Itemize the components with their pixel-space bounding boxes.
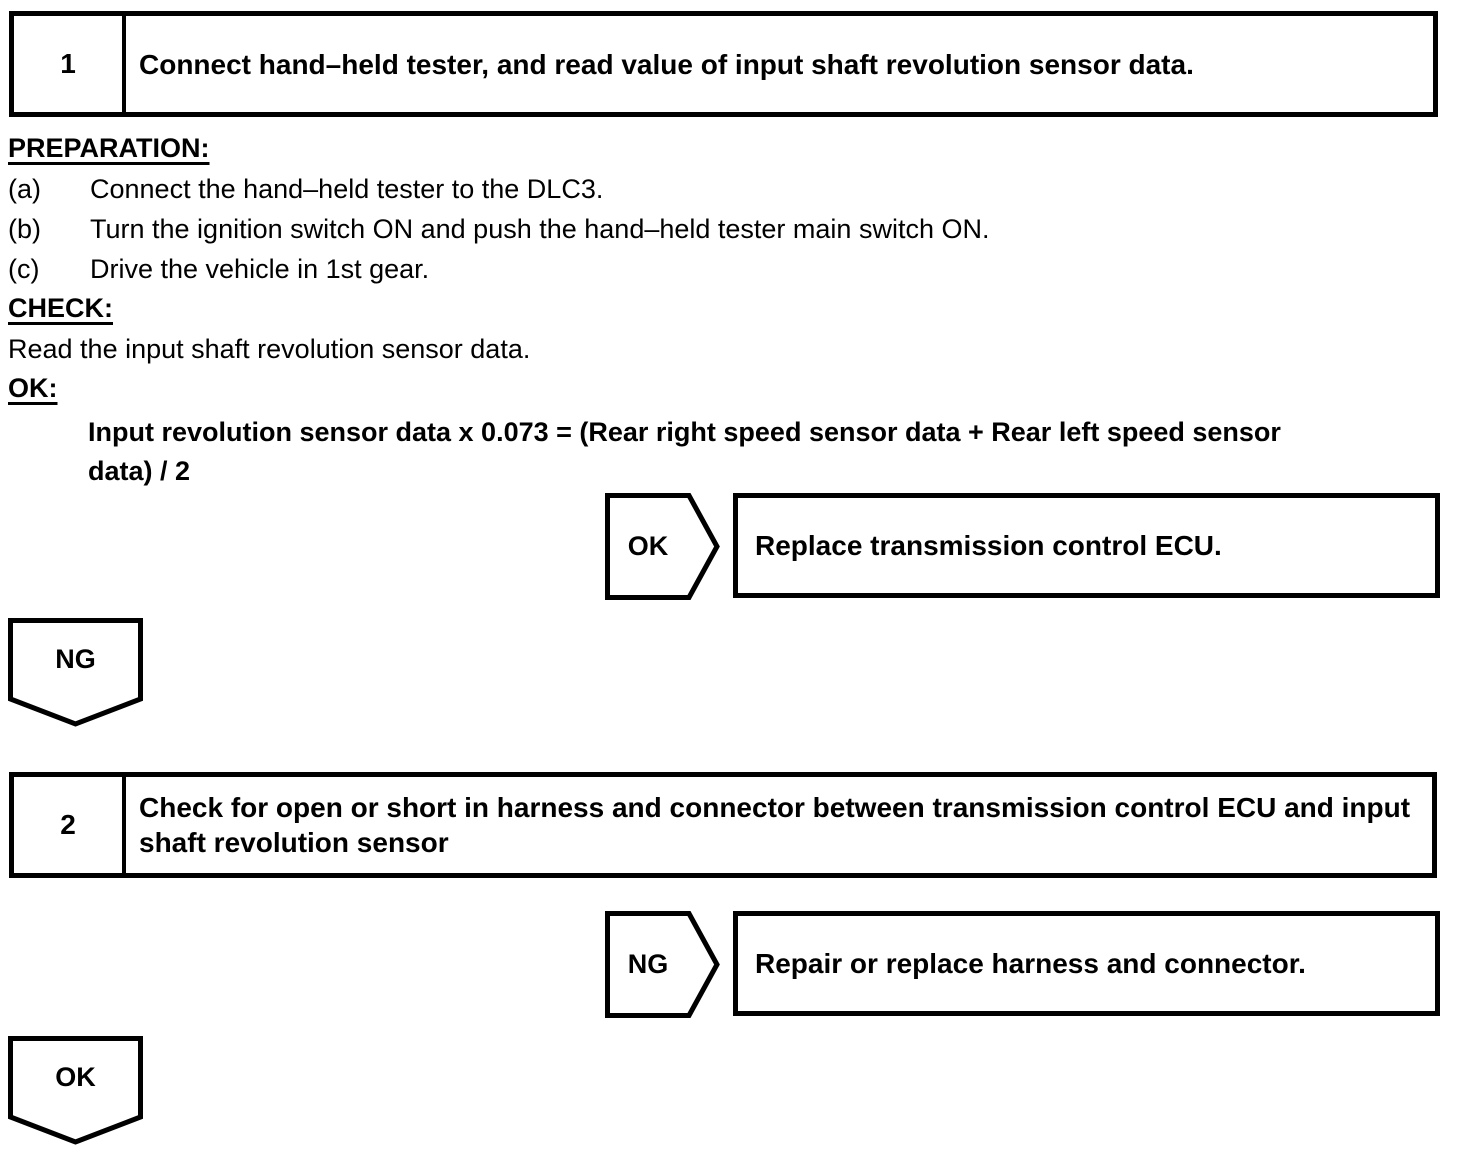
- ok-flow-label: OK: [55, 1061, 96, 1092]
- ok-criteria: Input revolution sensor data x 0.073 = (…: [88, 413, 1281, 491]
- ok-criteria-line-1: Input revolution sensor data x 0.073 = (…: [88, 417, 1281, 447]
- ok-connector-label: OK: [627, 531, 669, 561]
- preparation-heading: PREPARATION:: [8, 133, 210, 163]
- down-arrow-pentagon-shape: [8, 618, 143, 727]
- step-2-title: Check for open or short in harness and c…: [139, 792, 1411, 858]
- preparation-item-a: (a) Connect the hand–held tester to the …: [8, 174, 1458, 205]
- preparation-item-b: (b) Turn the ignition switch ON and push…: [8, 214, 1458, 245]
- step-2-box: 2 Check for open or short in harness and…: [9, 772, 1437, 878]
- item-text: Turn the ignition switch ON and push the…: [90, 214, 990, 244]
- ok-branch-connector: OK: [605, 493, 720, 600]
- step-1-title: Connect hand–held tester, and read value…: [139, 48, 1194, 80]
- item-marker: (b): [8, 214, 41, 244]
- step-2-number: 2: [14, 777, 126, 873]
- step-1-number: 1: [14, 16, 126, 112]
- right-arrow-pentagon-shape: [605, 911, 720, 1018]
- ok-branch-action-box: Replace transmission control ECU.: [733, 493, 1440, 598]
- check-text: Read the input shaft revolution sensor d…: [8, 334, 531, 364]
- preparation-item-c: (c) Drive the vehicle in 1st gear.: [8, 254, 1458, 285]
- item-text: Drive the vehicle in 1st gear.: [90, 254, 430, 284]
- check-heading: CHECK:: [8, 293, 113, 323]
- ok-flow-down-marker: OK: [8, 1036, 143, 1146]
- ok-branch-action-text: Replace transmission control ECU.: [755, 529, 1222, 561]
- item-marker: (a): [8, 174, 41, 204]
- right-arrow-pentagon-shape: [605, 493, 720, 600]
- ng-branch-action-text: Repair or replace harness and connector.: [755, 947, 1306, 979]
- ok-criteria-line-2: data) / 2: [88, 456, 191, 486]
- ng-flow-down-marker: NG: [8, 618, 143, 728]
- ng-connector-label: NG: [627, 949, 669, 979]
- step-1-box: 1 Connect hand–held tester, and read val…: [9, 11, 1438, 117]
- down-arrow-pentagon-shape: [8, 1036, 143, 1145]
- item-text: Connect the hand–held tester to the DLC3…: [90, 174, 604, 204]
- item-marker: (c): [8, 254, 40, 284]
- ng-branch-action-box: Repair or replace harness and connector.: [733, 911, 1440, 1016]
- ok-heading: OK:: [8, 373, 58, 403]
- ng-branch-connector: NG: [605, 911, 720, 1018]
- ng-flow-label: NG: [55, 643, 96, 674]
